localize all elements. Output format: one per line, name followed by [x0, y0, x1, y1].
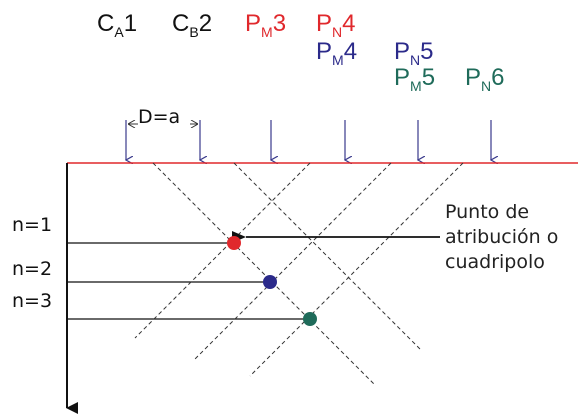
electrode-label-pn6: PN6: [465, 64, 505, 94]
annotation-line-2: atribución o: [445, 226, 559, 248]
diagonal-line-3: [134, 162, 311, 339]
attribution-point-n2: [263, 275, 277, 289]
electrode-label-pn5: PN5: [394, 38, 434, 68]
diagonal-line-1: [152, 162, 376, 386]
electrode-label-pn4: PN4: [316, 10, 356, 40]
attribution-point-n1: [227, 236, 241, 250]
level-label-n1: n=1: [12, 214, 53, 236]
electrode-label-ca1: CA1: [97, 10, 138, 40]
annotation-line-1: Punto de: [445, 201, 530, 223]
attribution-point-annotation: Punto de atribución o cuadripolo: [445, 200, 582, 275]
level-label-n3: n=3: [12, 290, 53, 312]
annotation-line-3: cuadripolo: [445, 251, 545, 273]
diagonal-line-2: [233, 162, 421, 350]
electrode-label-pm5: PM5: [394, 64, 436, 94]
diagonal-line-4: [192, 162, 392, 362]
diagonal-line-5: [249, 162, 464, 377]
electrode-label-pm3: PM3: [245, 10, 287, 40]
electrode-label-cb2: CB2: [172, 10, 213, 40]
attribution-point-n3: [303, 312, 317, 326]
electrode-label-pm4: PM4: [316, 38, 358, 68]
spacing-label: D=a: [138, 106, 181, 128]
level-label-n2: n=2: [12, 258, 53, 280]
